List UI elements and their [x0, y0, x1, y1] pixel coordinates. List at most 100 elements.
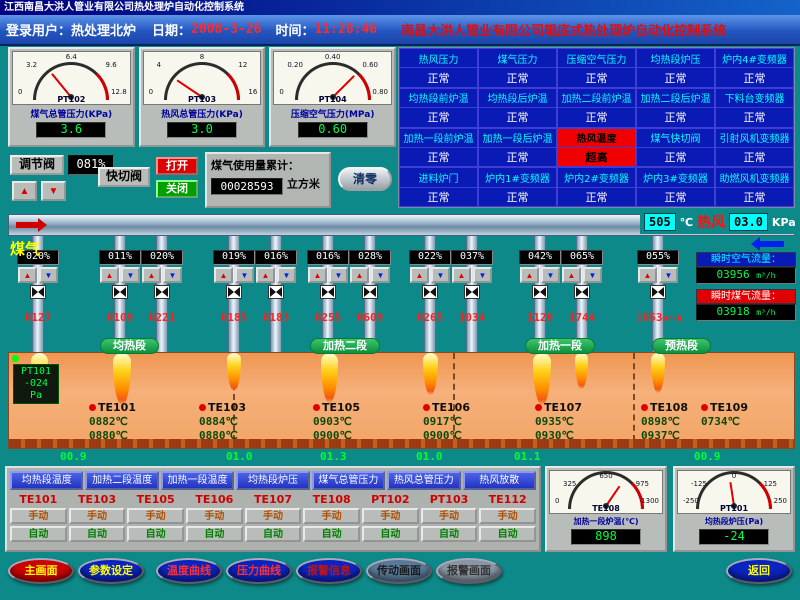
valve-increase-button[interactable]: ▲: [100, 267, 119, 283]
gauge-tick: 6.4: [65, 53, 77, 61]
gauge-value: -24: [699, 529, 769, 545]
furnace-rollers: [9, 439, 794, 448]
burner-flow-value: 0183: [262, 311, 290, 324]
manual-mode-button[interactable]: 手动: [303, 508, 360, 524]
valve-increase-button[interactable]: ▲: [214, 267, 233, 283]
up-arrow-icon: ▲: [219, 270, 228, 280]
gauge-tick: 325: [563, 480, 577, 488]
zone-pill-button[interactable]: 均热段: [100, 338, 159, 354]
zone-pill-button[interactable]: 加热一段: [525, 338, 595, 354]
window-title: 江西南昌大洪人管业有限公司热处理炉自动化控制系统: [0, 0, 800, 15]
nav-button[interactable]: 报警信息: [296, 558, 362, 584]
time-value: 11:28:46: [314, 22, 378, 37]
loop-select-button[interactable]: 加热一段温度: [160, 471, 235, 490]
auto-mode-button[interactable]: 自动: [362, 526, 419, 542]
valve-decrease-button[interactable]: ▼: [39, 267, 58, 283]
auto-mode-button[interactable]: 自动: [303, 526, 360, 542]
nav-button[interactable]: 主画面: [8, 558, 74, 584]
valve-open-button[interactable]: 打开: [156, 157, 198, 175]
nav-button[interactable]: 压力曲线: [226, 558, 292, 584]
nav-button[interactable]: 温度曲线: [156, 558, 222, 584]
auto-mode-button[interactable]: 自动: [127, 526, 184, 542]
air-flow-label: 瞬时空气流量：: [696, 252, 796, 267]
valve-decrease-button[interactable]: ▼: [659, 267, 678, 283]
regulator-up-button[interactable]: ▲: [12, 181, 37, 201]
valve-decrease-button[interactable]: ▼: [371, 267, 390, 283]
valve-increase-button[interactable]: ▲: [452, 267, 471, 283]
gauge-id: TE108: [592, 504, 620, 513]
sensor-temp-2: 0930℃: [535, 429, 574, 442]
valve-increase-button[interactable]: ▲: [410, 267, 429, 283]
status-cell: 炉内4#变频器 正常: [715, 48, 794, 88]
valve-increase-button[interactable]: ▲: [308, 267, 327, 283]
status-cell: 炉内3#变频器 正常: [636, 167, 715, 207]
manual-mode-button[interactable]: 手动: [479, 508, 536, 524]
status-label: 热风温度: [558, 128, 635, 147]
nav-button[interactable]: 传动画面: [366, 558, 432, 584]
valve-increase-button[interactable]: ▲: [350, 267, 369, 283]
status-label: 加热二段前炉温: [561, 94, 632, 106]
auto-mode-button[interactable]: 自动: [244, 526, 302, 542]
gauge-tick: 4: [156, 61, 162, 69]
valve-increase-button[interactable]: ▲: [142, 267, 161, 283]
valve-increase-button[interactable]: ▲: [18, 267, 37, 283]
temperature-sensor: TE108 0898℃ 0937℃: [641, 401, 713, 443]
valve-decrease-button[interactable]: ▼: [235, 267, 254, 283]
valve-increase-button[interactable]: ▲: [256, 267, 275, 283]
auto-mode-button[interactable]: 自动: [68, 526, 126, 542]
loop-select-button[interactable]: 热风放散: [462, 471, 536, 490]
valve-decrease-button[interactable]: ▼: [583, 267, 602, 283]
valve-decrease-button[interactable]: ▼: [163, 267, 182, 283]
gauge-tick: 0.80: [372, 88, 389, 96]
manual-mode-button[interactable]: 手动: [186, 508, 243, 524]
gauge-tick: 0: [18, 88, 23, 96]
reset-counter-button[interactable]: 清零: [338, 167, 392, 191]
down-arrow-icon: ▼: [664, 270, 673, 280]
valve-increase-button[interactable]: ▲: [638, 267, 657, 283]
gauge-tick: -250: [683, 497, 699, 505]
valve-decrease-button[interactable]: ▼: [277, 267, 296, 283]
nav-button[interactable]: 参数设定: [78, 558, 144, 584]
burner-valve-row: 020% ▲ ▼ 0127 011% ▲ ▼: [0, 236, 800, 354]
valve-decrease-button[interactable]: ▼: [121, 267, 140, 283]
burner-flow-value: 1034: [458, 311, 486, 324]
auto-mode-button[interactable]: 自动: [420, 526, 478, 542]
auto-mode-button[interactable]: 自动: [479, 526, 536, 542]
nav-button[interactable]: 报警画面: [436, 558, 502, 584]
loop-select-button[interactable]: 热风总管压力: [387, 471, 461, 490]
status-cell: 下料台变频器 正常: [715, 87, 794, 128]
manual-mode-button[interactable]: 手动: [244, 508, 302, 524]
sensor-id: TE108: [650, 401, 688, 414]
regulator-down-button[interactable]: ▼: [41, 181, 66, 201]
pressure-sensor-value: -024: [23, 378, 49, 389]
manual-mode-button[interactable]: 手动: [68, 508, 126, 524]
burner-flow-value: 0127: [24, 311, 52, 324]
valve-decrease-button[interactable]: ▼: [473, 267, 492, 283]
manual-mode-button[interactable]: 手动: [10, 508, 67, 524]
manual-mode-button[interactable]: 手动: [127, 508, 184, 524]
loop-select-button[interactable]: 煤气总管压力: [311, 471, 386, 490]
nav-button[interactable]: 返回: [726, 558, 792, 584]
status-label: 引射风机变频器: [719, 134, 790, 146]
valve-increase-button[interactable]: ▲: [562, 267, 581, 283]
burner-valve-unit: 016% ▲ ▼ 0183: [254, 236, 298, 354]
auto-mode-button[interactable]: 自动: [186, 526, 243, 542]
zone-pill-button[interactable]: 加热二段: [310, 338, 380, 354]
auto-mode-button[interactable]: 自动: [10, 526, 67, 542]
manual-mode-button[interactable]: 手动: [362, 508, 419, 524]
valve-decrease-button[interactable]: ▼: [329, 267, 348, 283]
manual-mode-button[interactable]: 手动: [420, 508, 478, 524]
valve-decrease-button[interactable]: ▼: [541, 267, 560, 283]
loop-select-button[interactable]: 加热二段温度: [85, 471, 159, 490]
loop-select-button[interactable]: 均热段温度: [10, 471, 84, 490]
status-label: 均热段前炉温: [408, 94, 469, 106]
zone-pill-button[interactable]: 预热段: [652, 338, 711, 354]
status-value: 正常: [716, 186, 793, 206]
gas-usage-panel: 煤气使用量累计： 00028593 立方米: [205, 152, 331, 208]
valve-increase-button[interactable]: ▲: [520, 267, 539, 283]
butterfly-valve-icon: [30, 285, 46, 299]
loop-select-button[interactable]: 均热段炉压: [236, 471, 310, 490]
valve-decrease-button[interactable]: ▼: [431, 267, 450, 283]
loop-select-row: 均热段温度 加热二段温度 加热一段温度 均热段炉压 煤气总管压力 热风总管压力 …: [10, 471, 536, 490]
valve-close-button[interactable]: 关闭: [156, 180, 198, 198]
